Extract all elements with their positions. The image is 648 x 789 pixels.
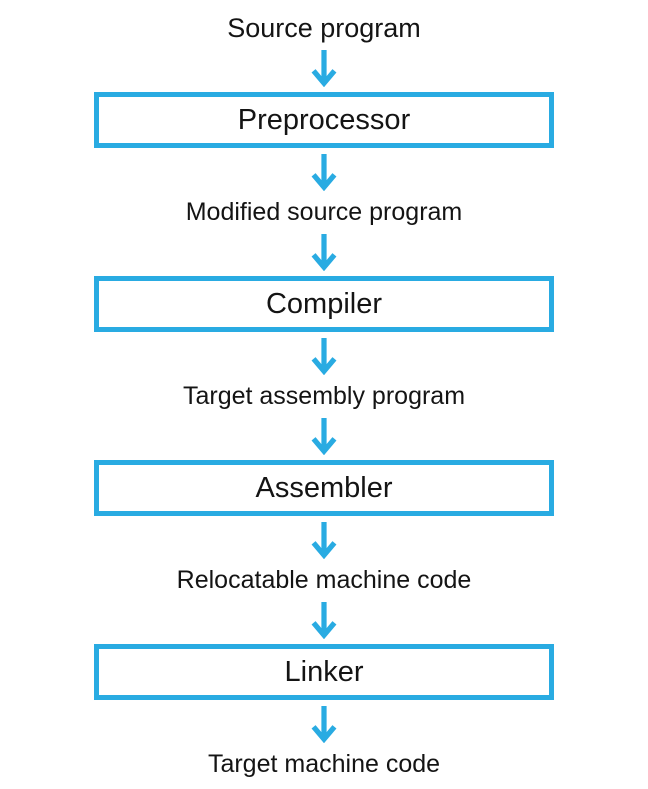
down-arrow-icon xyxy=(311,49,337,87)
down-arrow-icon xyxy=(311,521,337,559)
artifact-label-source-program: Source program xyxy=(227,13,421,43)
artifact-label-modified-source-program: Modified source program xyxy=(185,198,463,226)
stage-box-preprocessor: Preprocessor xyxy=(94,92,554,148)
stage-label-assembler: Assembler xyxy=(255,471,393,504)
stage-label-linker: Linker xyxy=(284,655,364,688)
stage-box-assembler: Assembler xyxy=(94,460,554,516)
stage-box-linker: Linker xyxy=(94,644,554,700)
stage-label-preprocessor: Preprocessor xyxy=(237,103,411,136)
stage-box-compiler: Compiler xyxy=(94,276,554,332)
down-arrow-icon xyxy=(311,233,337,271)
artifact-label-target-machine-code: Target machine code xyxy=(207,750,441,778)
down-arrow-icon xyxy=(311,417,337,455)
down-arrow-icon xyxy=(311,337,337,375)
artifact-label-target-assembly-program: Target assembly program xyxy=(182,382,466,410)
down-arrow-icon xyxy=(311,153,337,191)
down-arrow-icon xyxy=(311,601,337,639)
down-arrow-icon xyxy=(311,705,337,743)
stage-label-compiler: Compiler xyxy=(265,287,383,320)
artifact-label-relocatable-machine-code: Relocatable machine code xyxy=(176,566,472,594)
